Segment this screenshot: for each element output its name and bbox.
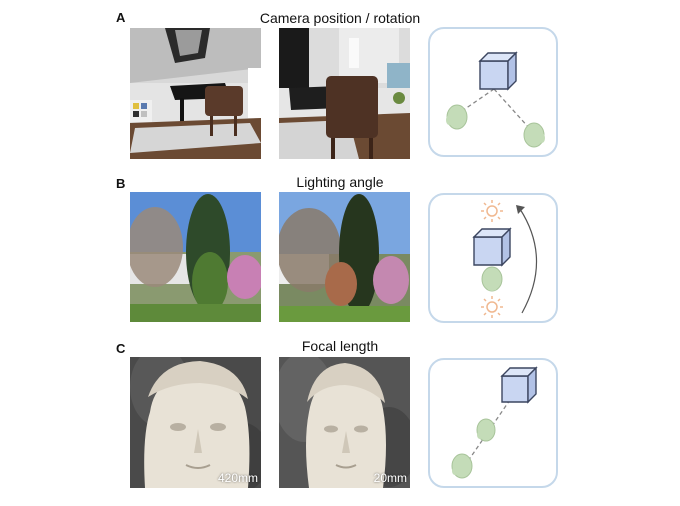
head-icon bbox=[481, 266, 503, 292]
head-icon bbox=[523, 122, 545, 148]
panel-b-title: Lighting angle bbox=[296, 174, 384, 190]
focal-length-diagram bbox=[428, 358, 558, 488]
panel-b-letter: B bbox=[116, 176, 126, 191]
statue-photo-left: 420mm bbox=[130, 357, 261, 488]
panel-c-title: Focal length bbox=[301, 338, 379, 354]
focal-length-label-right: 20mm bbox=[373, 471, 407, 485]
sun-icon bbox=[481, 200, 503, 222]
camera-diagram bbox=[428, 27, 558, 157]
lighting-diagram bbox=[428, 193, 558, 323]
room-photo-left bbox=[130, 28, 261, 159]
head-icon bbox=[476, 418, 496, 442]
tree-photo-right bbox=[279, 192, 410, 322]
focal-length-label-left: 420mm bbox=[217, 471, 258, 485]
head-icon bbox=[451, 453, 473, 479]
panel-a-letter: A bbox=[116, 10, 126, 25]
tree-photo-left bbox=[130, 192, 261, 322]
head-icon bbox=[446, 104, 468, 130]
room-photo-right bbox=[279, 28, 410, 159]
cube-icon bbox=[478, 51, 518, 91]
panel-c-letter: C bbox=[116, 341, 126, 356]
panel-a-title: Camera position / rotation bbox=[259, 10, 421, 26]
cube-icon bbox=[472, 227, 512, 267]
statue-photo-right: 20mm bbox=[279, 357, 410, 488]
curved-arrow-icon bbox=[516, 205, 538, 314]
cube-icon bbox=[500, 366, 538, 404]
sun-icon bbox=[481, 296, 503, 318]
